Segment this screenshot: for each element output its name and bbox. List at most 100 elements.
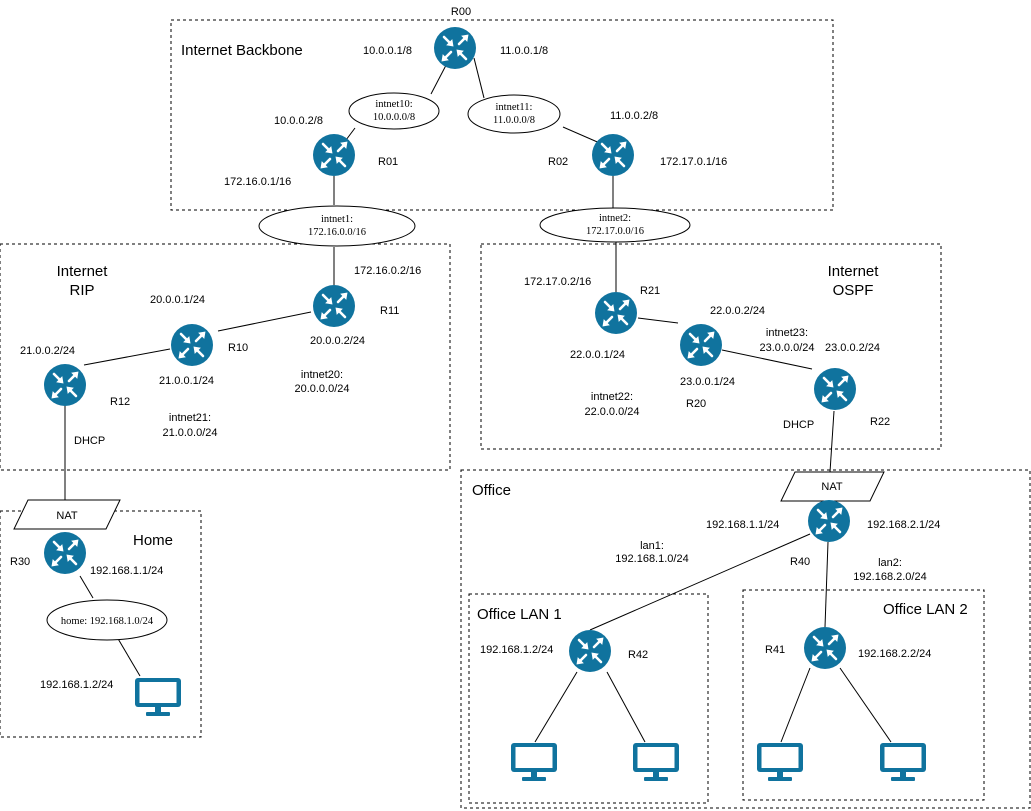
link-r41-pc2 [839, 667, 892, 743]
router-r11-icon [311, 283, 357, 329]
router-r30-label: R30 [10, 556, 30, 568]
router-r00-icon [432, 25, 478, 71]
router-r10-icon [169, 322, 215, 368]
router-r30-icon [42, 530, 88, 576]
network-intnet21-range: 21.0.0.0/24 [162, 427, 217, 439]
network-intnet1: intnet1: 172.16.0.0/16 [258, 205, 416, 247]
addr-r00-b: 11.0.0.1/8 [500, 45, 548, 57]
link-r42-pc1 [534, 671, 578, 743]
router-r22-icon [812, 366, 858, 412]
link-r10-r12 [83, 348, 171, 366]
zone-internet-ospf [480, 243, 942, 450]
link-intnet10-r01 [345, 127, 356, 141]
router-r40-label: R40 [790, 556, 810, 568]
link-r21-r20 [637, 317, 679, 324]
router-r41-icon [802, 625, 848, 671]
link-r30-home [79, 575, 94, 599]
links [64, 47, 892, 743]
router-r40-icon [806, 498, 852, 544]
router-r01-label: R01 [378, 156, 398, 168]
addr-r11-b: 20.0.0.2/24 [310, 335, 365, 347]
monitor-home-pc-icon [135, 678, 181, 716]
router-r21-label: R21 [640, 285, 660, 297]
link-intnet11-r02 [562, 126, 603, 145]
router-r41-label: R41 [765, 644, 785, 656]
network-home: home: 192.168.1.0/24 [46, 599, 168, 641]
network-intnet22-name: intnet22: [591, 391, 633, 403]
link-r41-pc1 [780, 667, 811, 743]
monitor-lan2-pc1-icon [757, 743, 803, 781]
addr-r01-b: 172.16.0.1/16 [224, 176, 291, 188]
addr-r02-b: 172.17.0.1/16 [660, 156, 727, 168]
router-r22-label: R22 [870, 416, 890, 428]
network-intnet1-name: intnet1: [321, 214, 353, 225]
router-r01-icon [311, 132, 357, 178]
network-intnet10-name: intnet10: [375, 99, 412, 110]
network-intnet10: intnet10: 10.0.0.0/8 [348, 92, 440, 130]
network-intnet20-range: 20.0.0.0/24 [294, 383, 349, 395]
router-r20-label: R20 [686, 398, 706, 410]
addr-r00-a: 10.0.0.1/8 [363, 45, 412, 57]
router-r10-label: R10 [228, 342, 248, 354]
zone-office [460, 469, 1031, 809]
zone-title-office-lan1: Office LAN 1 [477, 606, 562, 623]
addr-r02-a: 11.0.0.2/8 [610, 110, 658, 122]
monitor-lan2-pc2-icon [880, 743, 926, 781]
link-r22-nat [829, 410, 835, 473]
network-intnet10-range: 10.0.0.0/8 [373, 112, 415, 123]
nat-home-label: NAT [56, 510, 77, 522]
zone-home [0, 510, 202, 738]
link-r00-intnet11 [473, 57, 485, 99]
addr-r40-b: 192.168.2.1/24 [867, 519, 940, 531]
addr-home-pc: 192.168.1.2/24 [40, 679, 113, 691]
zone-title-internet-ospf-line2: OSPF [833, 282, 874, 299]
zone-title-internet-rip-line2: RIP [69, 282, 94, 299]
addr-r12-a: 21.0.0.2/24 [20, 345, 75, 357]
network-intnet22-range: 22.0.0.0/24 [584, 406, 639, 418]
router-r02-label: R02 [548, 156, 568, 168]
nat-home: NAT [13, 499, 121, 530]
addr-r20-b: 23.0.0.1/24 [680, 376, 735, 388]
network-intnet23-name: intnet23: [766, 327, 808, 339]
dhcp-r12-label: DHCP [74, 435, 105, 447]
link-r42-pc2 [606, 671, 646, 743]
zone-internet-rip [0, 243, 451, 471]
monitor-lan1-pc1-icon [511, 743, 557, 781]
network-lan1-range: 192.168.1.0/24 [615, 553, 688, 565]
addr-r22-a: 23.0.0.2/24 [825, 342, 880, 354]
router-r12-icon [42, 362, 88, 408]
zone-title-office: Office [472, 482, 511, 499]
link-home-pc [116, 636, 141, 677]
addr-r42-a: 192.168.1.2/24 [480, 644, 553, 656]
link-r40-r41 [824, 541, 829, 628]
zone-title-internet-ospf-line1: Internet [828, 263, 880, 280]
network-intnet23-range: 23.0.0.0/24 [759, 342, 814, 354]
monitor-lan1-pc2-icon [633, 743, 679, 781]
network-lan1-name: lan1: [640, 540, 664, 552]
router-r12-label: R12 [110, 396, 130, 408]
dhcp-r22-label: DHCP [783, 419, 814, 431]
addr-r10-b: 21.0.0.1/24 [159, 375, 214, 387]
network-lan2-name: lan2: [878, 557, 902, 569]
network-intnet21-name: intnet21: [169, 412, 211, 424]
network-intnet11: intnet11: 11.0.0.0/8 [467, 94, 561, 134]
link-r11-r10 [217, 311, 312, 332]
zone-title-office-lan2: Office LAN 2 [883, 601, 968, 618]
network-intnet20-name: intnet20: [301, 369, 343, 381]
addr-r21-a: 172.17.0.2/16 [524, 276, 591, 288]
router-r00-label: R00 [451, 6, 471, 18]
zone-office-lan2 [742, 589, 985, 801]
network-home-label: home: 192.168.1.0/24 [61, 616, 154, 627]
zone-title-home: Home [133, 532, 173, 549]
addr-r11-a: 172.16.0.2/16 [354, 265, 421, 277]
router-r42-icon [567, 628, 613, 674]
router-r02-icon [590, 132, 636, 178]
zone-title-internet-rip-line1: Internet [57, 263, 109, 280]
addr-r21-b: 22.0.0.1/24 [570, 349, 625, 361]
nat-office: NAT [780, 471, 885, 502]
router-r42-label: R42 [628, 649, 648, 661]
network-intnet2: intnet2: 172.17.0.0/16 [539, 207, 691, 243]
network-lan2-range: 192.168.2.0/24 [853, 571, 926, 583]
network-intnet2-name: intnet2: [599, 213, 631, 224]
